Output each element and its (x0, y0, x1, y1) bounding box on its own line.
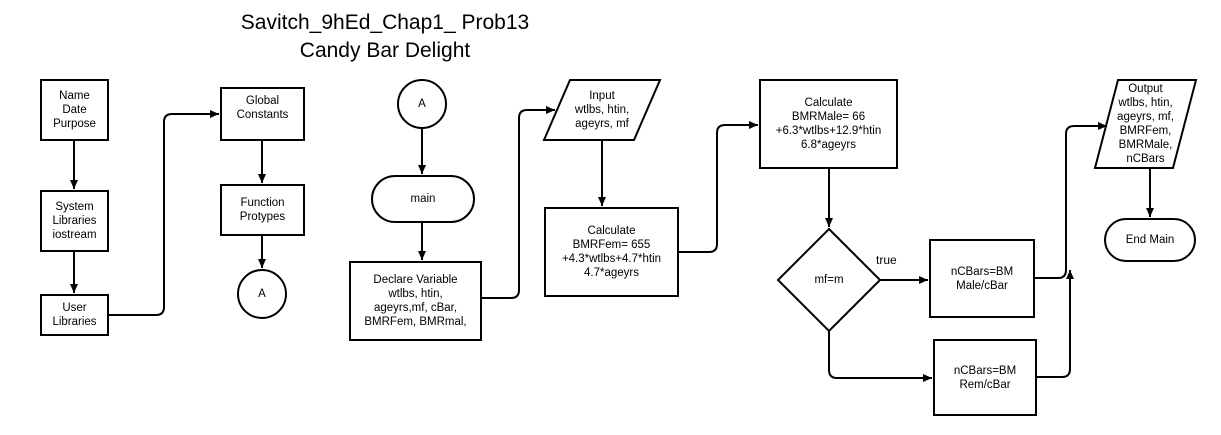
node-text-line: ageyrs,mf, cBar, (373, 302, 458, 314)
ncbars-fem-box-shape (933, 339, 1037, 416)
node-text-line: BMRFem, BMRmal, (364, 316, 467, 328)
connector-a-left-shape (237, 269, 287, 319)
main-terminator-label: main (372, 176, 474, 222)
connector-a-right-label: A (398, 80, 446, 128)
node-text-line: End Main (1125, 234, 1175, 246)
node-text-line: ageyrs, mf (575, 118, 629, 130)
node-text-line: User (62, 302, 87, 314)
node-text-line: Purpose (53, 118, 96, 130)
node-text-line: ageyrs, mf, (1117, 111, 1174, 123)
node-text-line: Male/cBar (956, 279, 1008, 292)
calculate-bmrmale-box-shape (759, 79, 898, 169)
output-parallelogram-label: Output wtlbs, htin, ageyrs, mf, BMRFem, BMRM… (1095, 80, 1196, 168)
arrow-calc-fem-to-calc-male (678, 121, 758, 253)
system-libraries-box-shape (40, 190, 109, 252)
connector-a-left-label: A (238, 270, 286, 318)
arrow-male-to-output (1034, 122, 1107, 279)
node-text-line: BMRFem= 655 (572, 239, 651, 251)
node-text-line: main (410, 193, 436, 205)
node-text-line: wtlbs, htin, (1118, 97, 1173, 109)
diagram-title-line1: Savitch_9hEd_Chap1_ Prob13 (240, 11, 530, 34)
ncbars-male-box-shape (929, 239, 1035, 318)
declare-variables-box-shape (349, 261, 482, 341)
node-text-line: Libraries (52, 316, 97, 328)
node-text-line: Calculate (587, 225, 636, 237)
node-text-line: nCBars=BM (953, 364, 1017, 377)
global-constants-box-shape (220, 87, 305, 141)
node-text-line: BMRMale= 66 (791, 111, 866, 123)
arrow-declare-to-input (481, 106, 555, 299)
arrow-userlib-to-globals (108, 110, 219, 316)
end-main-terminator-label: End Main (1105, 219, 1195, 261)
node-text-line: nCBars (1126, 153, 1165, 165)
arrow-fem-to-output (1036, 270, 1074, 378)
node-text-line: 4.7*ageyrs (584, 267, 639, 279)
user-libraries-box-shape (40, 294, 109, 336)
node-text-line: A (258, 288, 266, 300)
node-text-line: iostream (52, 229, 97, 241)
input-parallelogram-label: Input wtlbs, htin, ageyrs, mf (544, 80, 660, 140)
node-text-line: A (418, 98, 426, 110)
node-text-line: Calculate (804, 97, 853, 109)
node-text-line: Rem/cBar (959, 378, 1011, 391)
node-text-line: Name (59, 90, 90, 102)
diagram-title-line2: Candy Bar Delight (299, 39, 471, 62)
node-text-line: +4.3*wtlbs+4.7*htin (561, 253, 662, 265)
node-text-line: Date (62, 104, 87, 116)
output-parallelogram-shape (1093, 79, 1198, 169)
calculate-bmrfem-box-shape (544, 207, 679, 297)
node-text-line: +6.3*wtlbs+12.9*htin (775, 125, 882, 137)
node-text-line: Output (1128, 83, 1163, 95)
node-text-line: Protypes (239, 211, 286, 223)
node-text-line: Declare Variable (373, 274, 458, 286)
declare-variables-box-label: Declare Variable wtlbs, htin, ageyrs,mf, c… (350, 262, 481, 340)
header-box-shape (40, 79, 109, 141)
node-text-line: System (55, 201, 94, 213)
node-text-line: Constants (236, 109, 289, 121)
decision-diamond-label: mf=m (788, 266, 870, 294)
end-main-terminator-shape (1104, 218, 1196, 262)
arrow-decision-false (828, 331, 932, 382)
node-text-line: Input (589, 90, 615, 102)
node-text-line: Libraries (52, 215, 97, 227)
input-parallelogram-shape (542, 79, 662, 141)
node-text-line: wtlbs, htin, (574, 104, 630, 116)
node-text-line: mf=m (814, 274, 844, 286)
true-branch-label: true (876, 253, 897, 267)
node-text-line: BMRFem, (1119, 125, 1172, 137)
node-text-line: BMRMale, (1118, 139, 1173, 151)
node-text-line: Global (245, 95, 280, 107)
node-text-line: nCBars=BM (950, 265, 1014, 278)
node-text-line: wtlbs, htin, (388, 288, 443, 300)
node-text-line: 6.8*ageyrs (801, 139, 856, 151)
node-text-line: Function (240, 197, 285, 209)
